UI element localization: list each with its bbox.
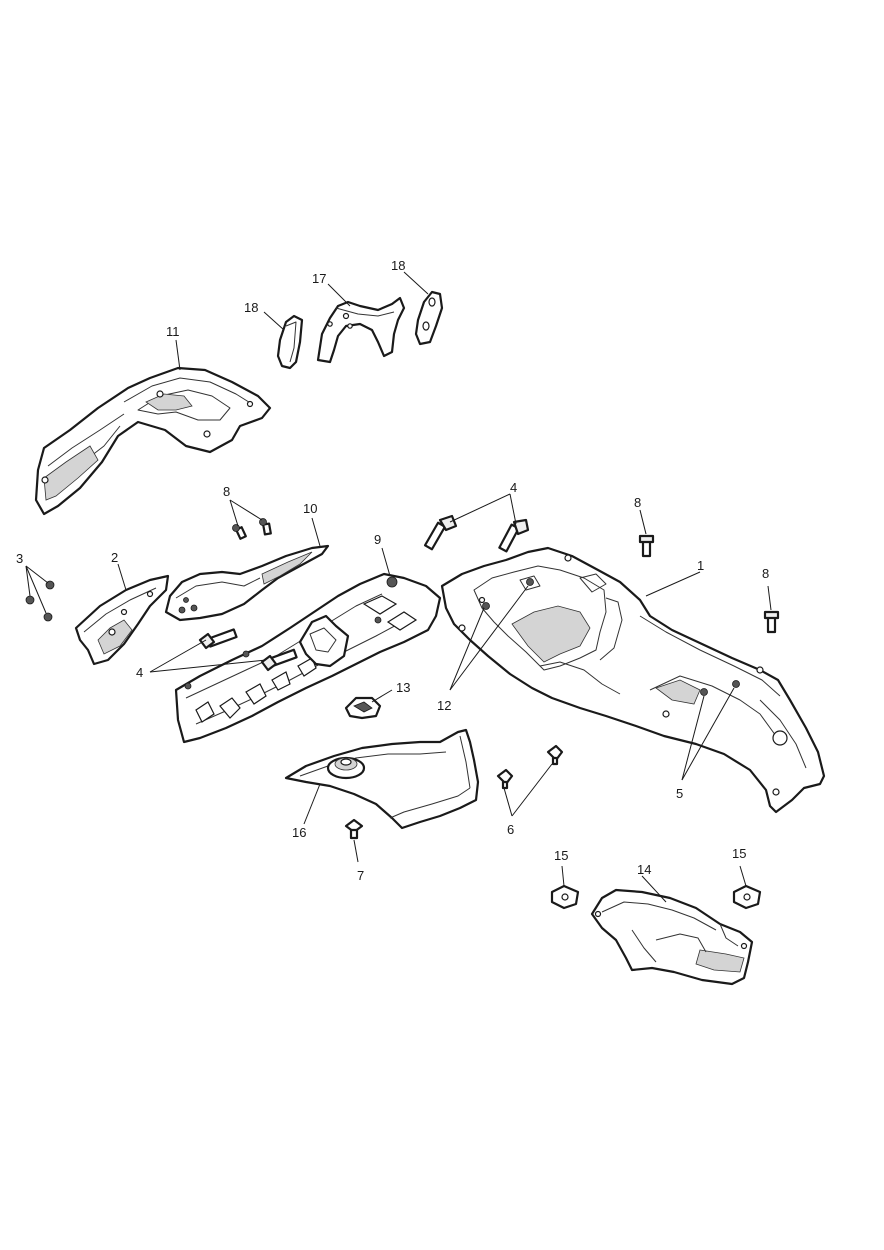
part-7-clip (344, 818, 364, 840)
part-4-bolts-upper (423, 514, 530, 553)
callout-17: 17 (312, 271, 326, 286)
callout-4-lower: 4 (136, 665, 143, 680)
part-15-nut-right (732, 884, 762, 910)
callout-15-right: 15 (732, 846, 746, 861)
callout-11: 11 (166, 324, 180, 339)
callout-8-center: 8 (634, 495, 641, 510)
part-18-pad-right (414, 290, 444, 346)
callout-15-left: 15 (554, 848, 568, 863)
callout-4-upper: 4 (510, 480, 517, 495)
part-16-lower-tray (284, 728, 480, 830)
part-10-tail-piece (164, 544, 330, 622)
part-4-bolts-lower (198, 628, 298, 672)
part-17-bracket (316, 296, 406, 364)
callout-18-left: 18 (244, 300, 258, 315)
part-12-fasteners (482, 578, 534, 610)
part-14-rear-inner-panel (590, 888, 754, 986)
callout-18-right: 18 (391, 258, 405, 273)
callout-16: 16 (292, 825, 306, 840)
part-8-screw-center (638, 534, 655, 558)
part-9-subframe (174, 572, 442, 744)
callout-8-left: 8 (223, 484, 230, 499)
part-15-nut-left (550, 884, 580, 910)
callout-1: 1 (697, 558, 704, 573)
callout-14: 14 (637, 862, 651, 877)
callout-12: 12 (437, 698, 451, 713)
part-18-pad-left (276, 314, 304, 370)
part-8-screws-pair (232, 518, 272, 540)
callout-10: 10 (303, 501, 317, 516)
part-8-screw-right (763, 610, 780, 634)
callout-labels: 1 2 3 4 4 5 6 7 8 8 8 9 10 11 12 13 14 1… (16, 258, 769, 883)
part-2-side-bracket (74, 574, 170, 666)
callout-6: 6 (507, 822, 514, 837)
callout-8-right: 8 (762, 566, 769, 581)
callout-9: 9 (374, 532, 381, 547)
callout-13: 13 (396, 680, 410, 695)
part-6-clips (496, 744, 564, 790)
callout-7: 7 (357, 868, 364, 883)
part-1-undertray (440, 546, 826, 814)
callout-2: 2 (111, 550, 118, 565)
part-3-screws (25, 580, 55, 622)
part-5-fasteners (700, 680, 740, 696)
part-11-upper-cover (34, 366, 272, 516)
leader-lines (25, 271, 772, 903)
callout-3: 3 (16, 551, 23, 566)
part-13-clip (344, 696, 382, 720)
callout-5: 5 (676, 786, 683, 801)
